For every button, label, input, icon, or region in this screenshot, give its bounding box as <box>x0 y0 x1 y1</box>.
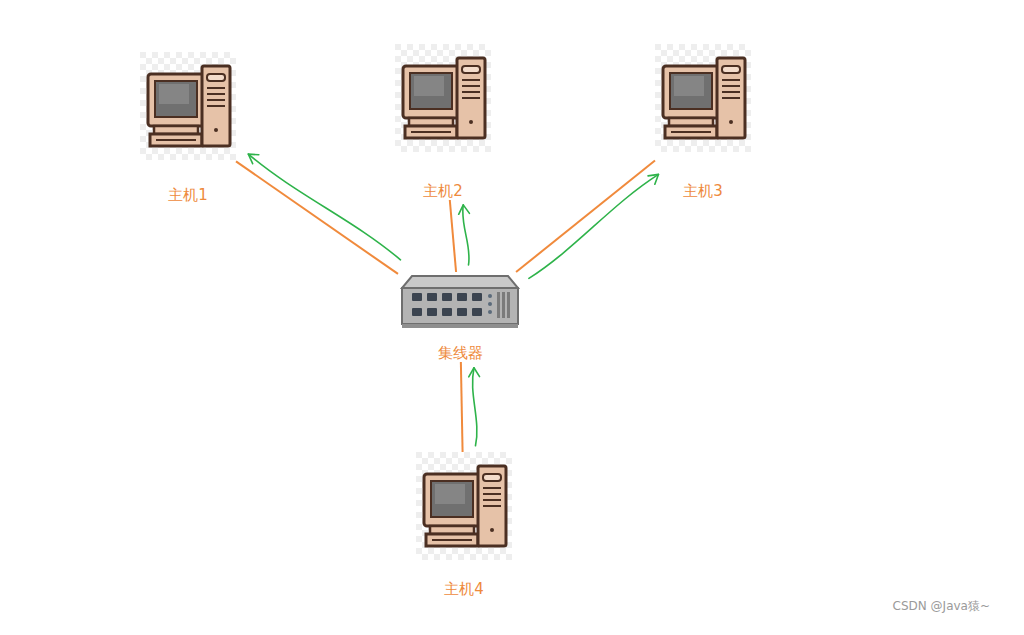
signal-arrow <box>463 205 469 265</box>
connector <box>450 200 470 272</box>
host-computer: 主机2 <box>395 44 491 200</box>
arrow-head <box>648 174 658 184</box>
node-label: 主机4 <box>444 580 484 598</box>
arrow-head <box>248 154 258 164</box>
computer-icon <box>140 52 236 160</box>
host-computer: 主机3 <box>655 44 751 200</box>
connector <box>461 362 480 452</box>
connector <box>516 161 658 279</box>
signal-arrow <box>248 154 400 260</box>
cable-line <box>516 161 655 272</box>
hub-device: 集线器 <box>398 272 522 362</box>
computer-icon <box>416 452 512 560</box>
signal-arrow <box>529 174 659 278</box>
node-label: 主机1 <box>168 186 208 204</box>
cable-line <box>461 362 463 452</box>
cable-line <box>236 161 398 274</box>
node-label: 主机2 <box>423 182 463 200</box>
computer-icon <box>655 44 751 152</box>
computer-icon <box>395 44 491 152</box>
node-label: 集线器 <box>438 344 483 362</box>
host-computer: 主机1 <box>140 52 236 204</box>
hub-icon <box>398 272 522 332</box>
host-computer: 主机4 <box>416 452 512 598</box>
node-label: 主机3 <box>683 182 723 200</box>
watermark: CSDN @Java猿~ <box>893 598 990 615</box>
cable-line <box>450 200 456 272</box>
arrow-head <box>459 205 470 214</box>
signal-arrow <box>473 368 477 446</box>
arrow-head <box>469 368 480 377</box>
connector <box>236 154 400 274</box>
